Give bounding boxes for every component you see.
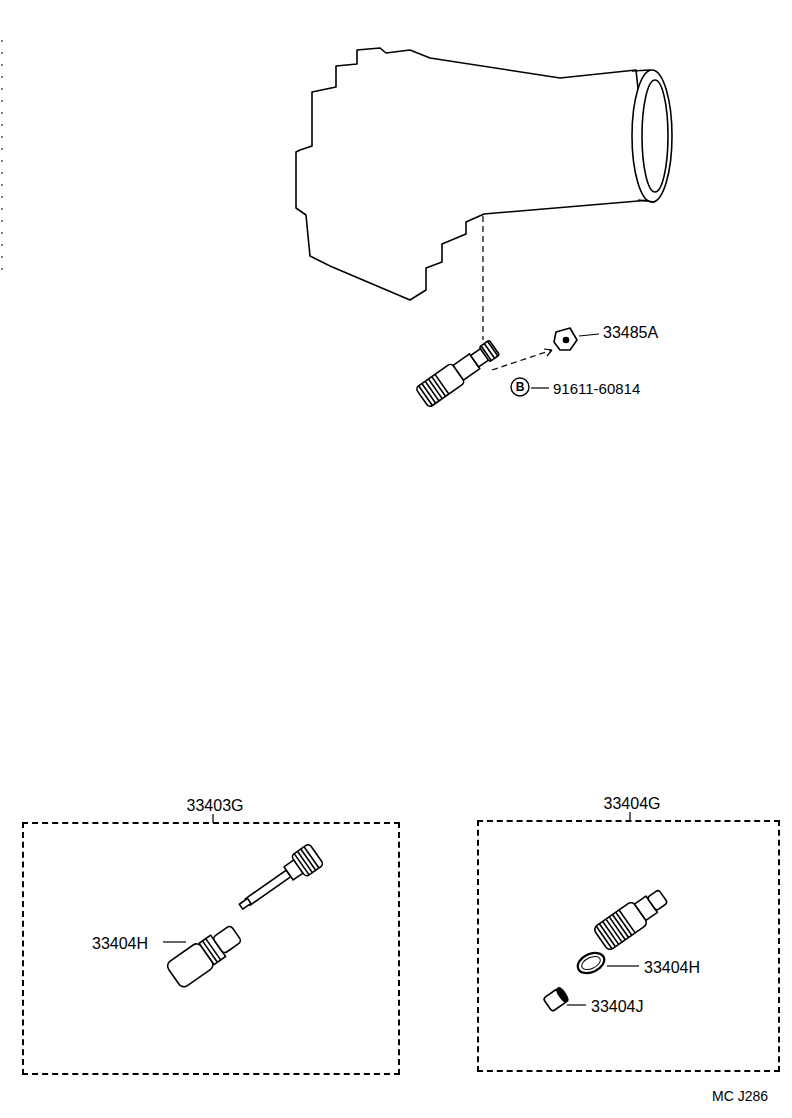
housing-outline — [296, 48, 650, 300]
group-part-number: 33404G — [604, 795, 661, 813]
symbol-circle — [511, 378, 529, 396]
figure-code: MC J286 — [712, 1088, 768, 1104]
symbol-letter: B — [516, 380, 525, 394]
lock-plate — [554, 328, 577, 350]
o-ring-inner — [580, 954, 603, 972]
gear-sleeve — [593, 885, 671, 952]
group-part-number: 33403G — [187, 797, 244, 815]
housing-bore — [642, 80, 668, 192]
part-group-box: 33404G33404H33404J — [477, 820, 780, 1072]
part-group-box: 33403G33404H — [22, 822, 400, 1075]
driven-gear — [234, 843, 324, 917]
oil-seal — [543, 987, 569, 1012]
callout-number: 33404J — [591, 998, 644, 1016]
gear-sleeve — [165, 921, 244, 989]
callout-number: 33485A — [603, 324, 658, 342]
speedometer-sleeve — [415, 338, 501, 408]
callout-number: 33404H — [92, 935, 148, 953]
part-number: 91611-60814 — [553, 380, 640, 397]
housing-flange — [632, 70, 672, 202]
o-ring — [575, 949, 608, 977]
callout-number: 33404H — [644, 959, 700, 977]
